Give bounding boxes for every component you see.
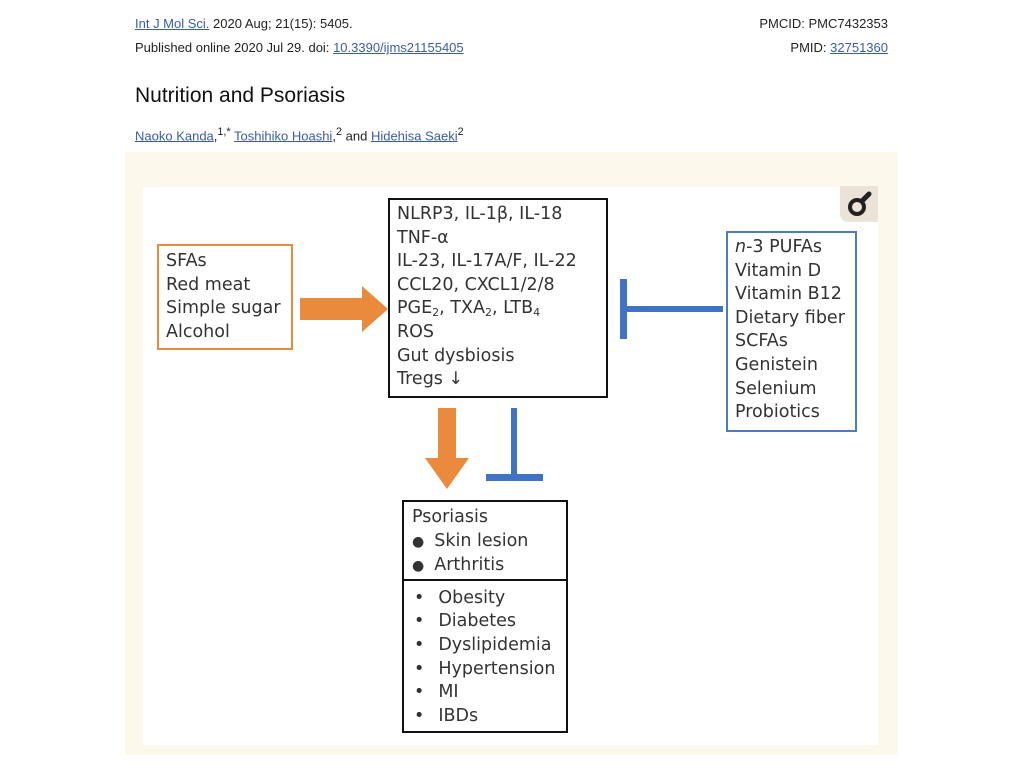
affiliation: 1,* (217, 126, 231, 138)
page-title: Nutrition and Psoriasis (135, 84, 346, 107)
psoriasis-item: ●Skin lesion (412, 530, 529, 551)
author-link[interactable]: Hidehisa Saeki (370, 128, 458, 144)
psoriasis-title: Psoriasis (412, 507, 488, 527)
protective-factor: Selenium (735, 378, 817, 399)
citation-line-1: Int J Mol Sci. 2020 Aug; 21(15): 5405. (135, 16, 353, 31)
comorbidity: •IBDs (414, 705, 479, 726)
protective-factor: Vitamin D (735, 260, 822, 281)
outcomes-box: Psoriasis ●Skin lesion ●Arthritis •Obesi… (402, 500, 568, 733)
protective-factor: Probiotics (735, 402, 820, 423)
mediator: CCL20, CXCL1/2/8 (397, 274, 555, 295)
pmid-label: PMID: (790, 40, 827, 55)
author-link[interactable]: Toshihiko Hoashi (234, 128, 333, 144)
risk-factors-box: SFAs Red meat Simple sugar Alcohol (157, 244, 293, 350)
protective-factor: SCFAs (735, 331, 788, 352)
mediator: TNF-α (397, 227, 449, 248)
promote-arrow-down (425, 408, 469, 489)
mediator: IL-23, IL-17A/F, IL-22 (397, 251, 577, 272)
comorbidity: •Hypertension (414, 658, 556, 679)
affiliation: 2 (457, 126, 464, 138)
mediator: PGE2, TXA2, LTB4 (397, 298, 541, 320)
comorbidity: •MI (414, 682, 459, 703)
mediator: Tregs ↓ (397, 369, 464, 390)
affiliation: 2 (335, 126, 342, 138)
magnify-figure-button[interactable] (840, 186, 878, 222)
published-text: Published online 2020 Jul 29. doi: (135, 40, 330, 55)
citation-line-2: Published online 2020 Jul 29. doi: 10.33… (135, 40, 464, 55)
and-text: and (345, 128, 368, 144)
pmid-link[interactable]: 32751360 (830, 40, 888, 55)
mediator: NLRP3, IL-1β, IL-18 (397, 204, 563, 224)
comorbidity: •Obesity (414, 587, 506, 608)
issue-text: 2020 Aug; 21(15): 5405. (213, 16, 353, 31)
inhibit-line-down (511, 408, 517, 478)
inhibit-bar-down (486, 474, 543, 481)
protective-factor: Dietary fiber (735, 307, 845, 328)
comorbidity: •Diabetes (414, 611, 517, 632)
protective-box: n-3 PUFAs Vitamin D Vitamin B12 Dietary … (726, 231, 857, 432)
figure-image[interactable] (143, 187, 878, 745)
pmid: PMID: 32751360 (790, 40, 888, 55)
magnifier-icon (848, 191, 872, 216)
doi-link[interactable]: 10.3390/ijms21155405 (333, 40, 464, 55)
pmcid: PMCID: PMC7432353 (759, 16, 888, 31)
mediator: ROS (397, 321, 435, 342)
inhibit-bar (620, 279, 627, 339)
comorbidity: •Dyslipidemia (414, 634, 552, 655)
psoriasis-item: ●Arthritis (412, 555, 505, 576)
promote-arrow-right (300, 286, 388, 332)
risk-factor: Red meat (166, 274, 251, 295)
inhibit-line (627, 306, 723, 312)
protective-factor: n-3 PUFAs (735, 237, 823, 257)
risk-factor: Alcohol (166, 321, 230, 342)
authors: Naoko Kanda,1,* Toshihiko Hoashi,2 and H… (135, 126, 464, 144)
mediator: Gut dysbiosis (397, 345, 515, 366)
divider (404, 579, 566, 581)
protective-factor: Genistein (735, 354, 818, 375)
risk-factor: SFAs (166, 251, 207, 271)
risk-factor: Simple sugar (166, 298, 281, 319)
author-link[interactable]: Naoko Kanda (135, 128, 214, 144)
protective-factor: Vitamin B12 (735, 284, 842, 305)
journal-link[interactable]: Int J Mol Sci. (135, 16, 210, 31)
mediators-box: NLRP3, IL-1β, IL-18 TNF-α IL-23, IL-17A/… (388, 198, 608, 398)
